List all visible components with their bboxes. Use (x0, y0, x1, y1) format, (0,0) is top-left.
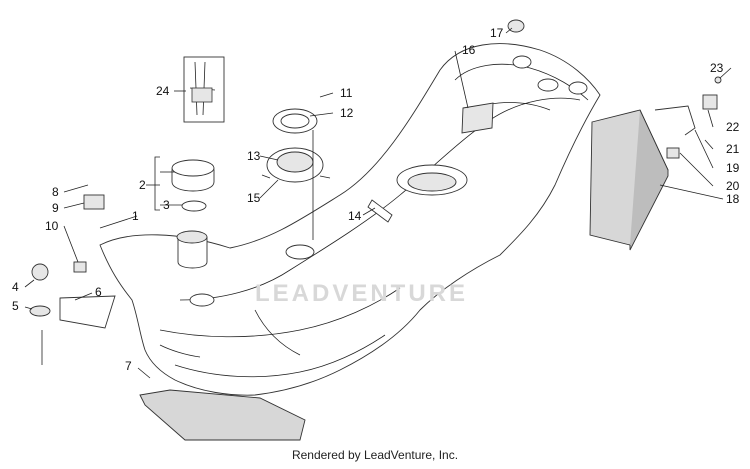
label-10: 10 (45, 219, 59, 233)
label-2: 2 (139, 178, 146, 192)
label-24: 24 (156, 84, 170, 98)
label-12: 12 (340, 106, 354, 120)
label-7: 7 (125, 359, 132, 373)
label-22: 22 (726, 120, 740, 134)
label-19: 19 (726, 161, 740, 175)
label-5: 5 (12, 299, 19, 313)
fuel-cap (171, 159, 215, 212)
bracket-19-23 (654, 76, 722, 159)
label-6: 6 (95, 285, 102, 299)
filler-neck (176, 230, 208, 269)
leader-lines (24, 27, 732, 379)
label-17: 17 (490, 26, 504, 40)
label-8: 8 (52, 185, 59, 199)
label-3: 3 (163, 198, 170, 212)
label-1: 1 (132, 209, 139, 223)
vent-cap-17 (507, 19, 525, 33)
sender-assembly-24 (183, 56, 225, 123)
footer-credit: Rendered by LeadVenture, Inc. (291, 448, 459, 462)
bracket-parts (29, 194, 116, 329)
label-4: 4 (12, 280, 19, 294)
label-20: 20 (726, 179, 740, 193)
label-13: 13 (247, 149, 261, 163)
heat-shield-18 (589, 109, 669, 251)
decal-16 (461, 102, 494, 134)
label-14: 14 (348, 209, 362, 223)
label-16: 16 (462, 43, 476, 57)
skid-plate-7 (139, 389, 306, 441)
label-23: 23 (710, 61, 724, 75)
label-15: 15 (247, 191, 261, 205)
watermark: LEADVENTURE (255, 280, 469, 307)
hose-14 (367, 199, 393, 223)
label-18: 18 (726, 192, 740, 206)
fuel-pump (261, 147, 331, 183)
label-9: 9 (52, 201, 59, 215)
callout-labels: 1 2 3 4 5 6 7 8 9 10 11 12 13 14 15 16 1… (12, 26, 740, 373)
fuel-tank (99, 43, 601, 396)
label-11: 11 (340, 86, 353, 100)
label-21: 21 (726, 142, 740, 156)
gasket-12 (272, 108, 318, 134)
